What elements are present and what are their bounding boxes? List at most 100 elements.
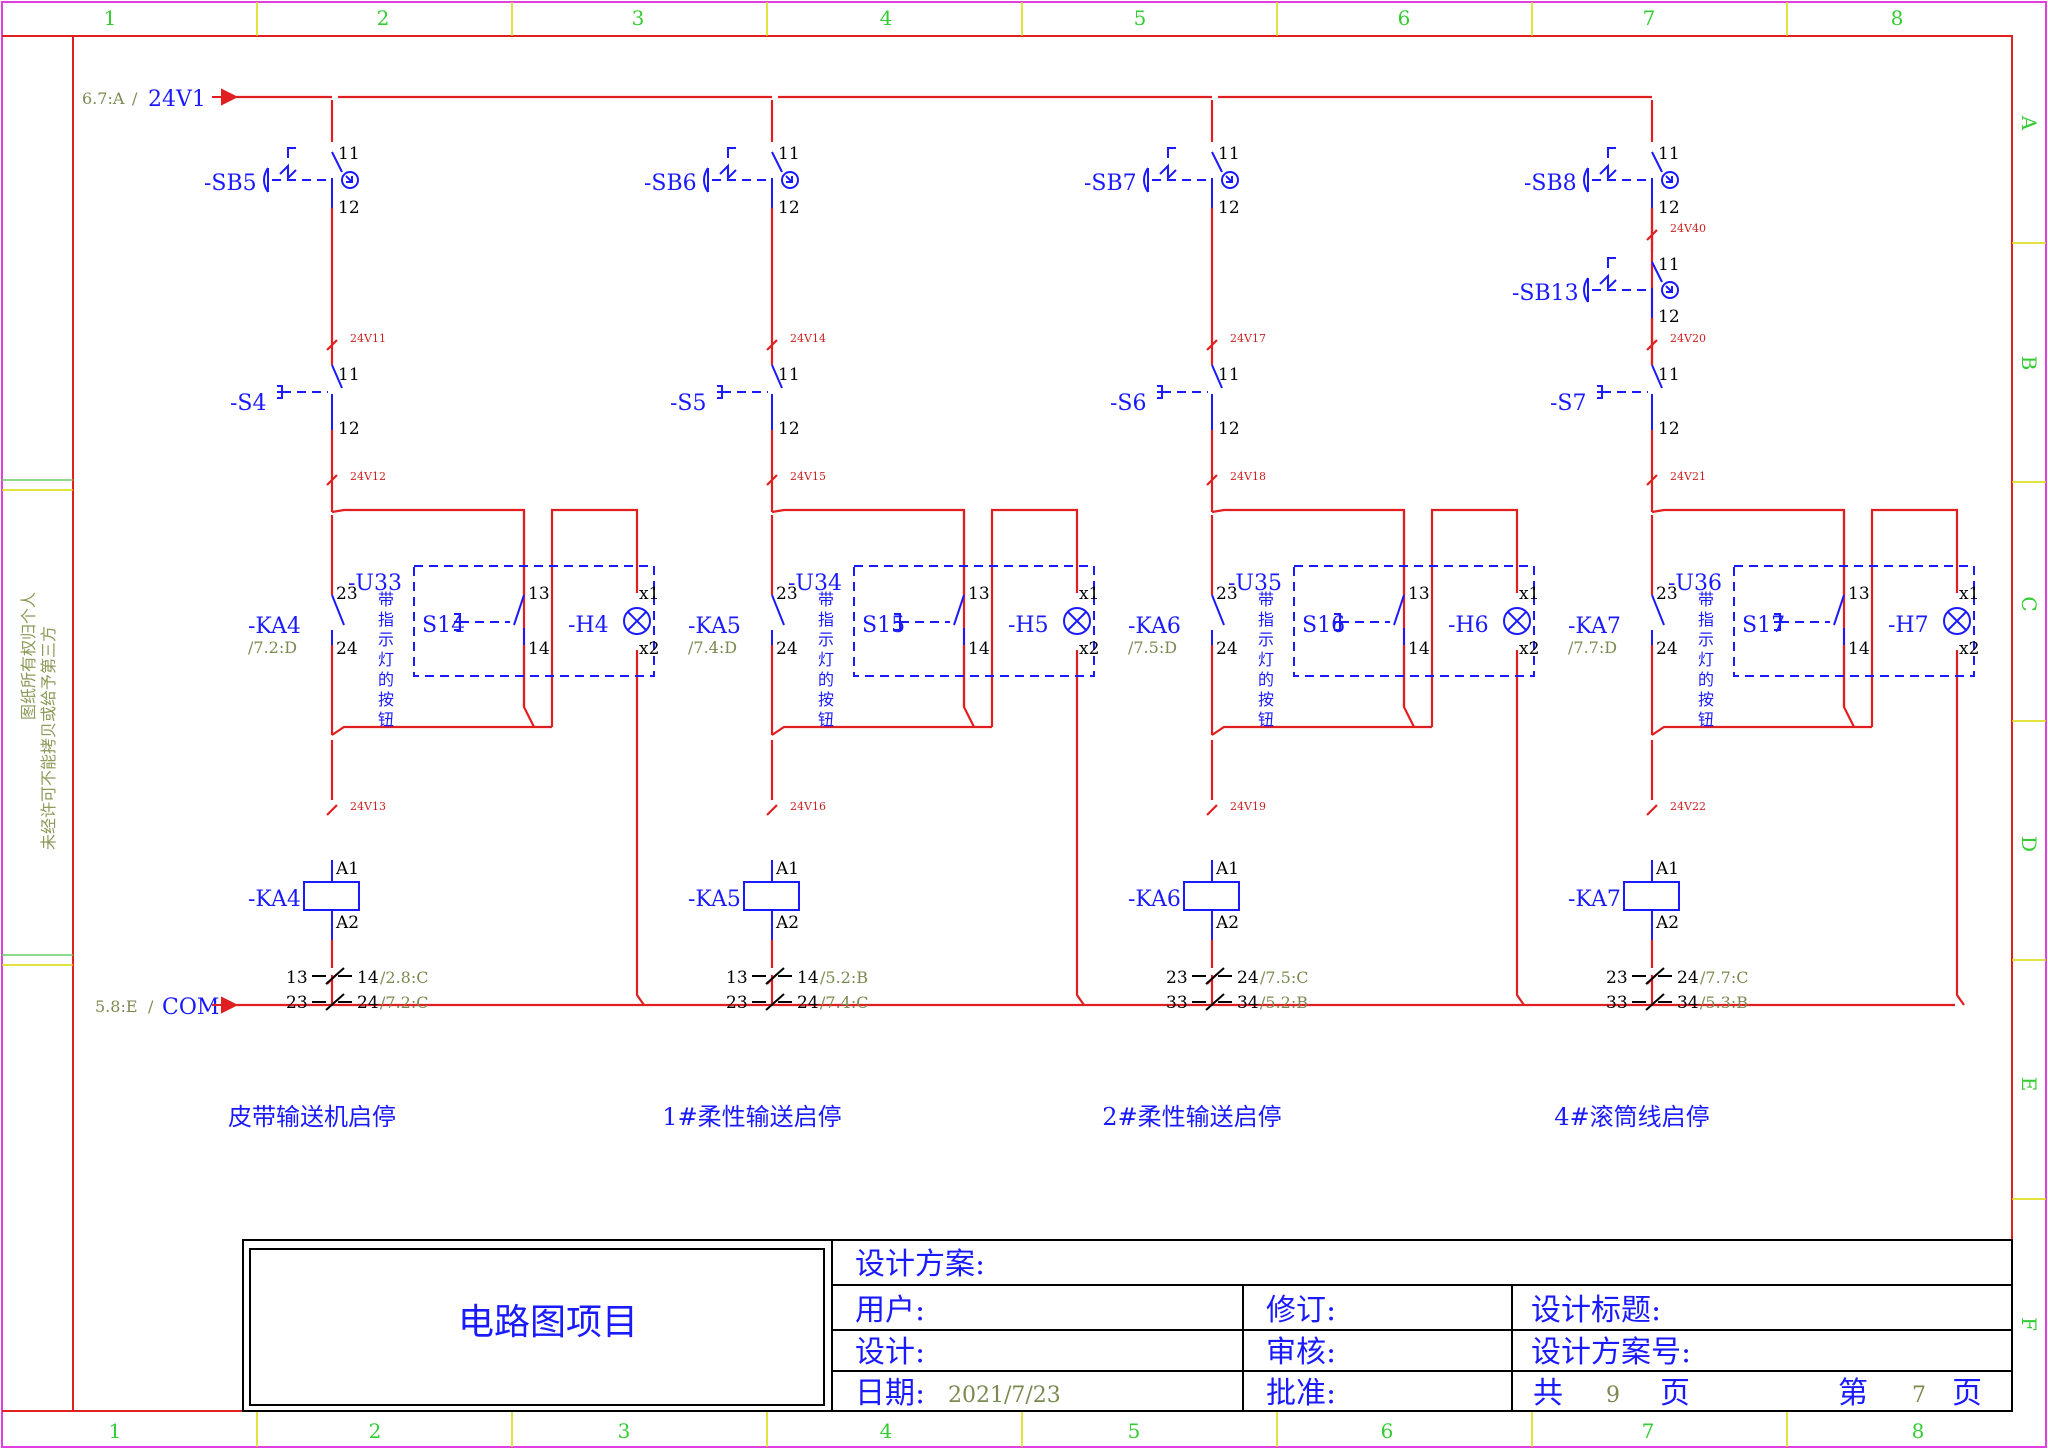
zone-col-top-2: 2 <box>377 6 390 30</box>
lamp-terminal-x1-3: x1 <box>1519 584 1539 604</box>
aux-contact-1-ref-2: /5.2:B <box>820 968 868 987</box>
coil-terminal-a2-4: A2 <box>1655 913 1679 933</box>
ka-terminal-24-1: 24 <box>336 639 358 659</box>
coil-terminal-a1-1: A1 <box>335 859 359 879</box>
aux-contact-2-left-4: 33 <box>1606 993 1628 1013</box>
aux-contact-1-right-2: 14 <box>797 968 819 988</box>
device-note-char-4-6: 按 <box>1698 690 1714 709</box>
sb13-terminal-top: 11 <box>1658 255 1680 275</box>
device-note-char-4-5: 的 <box>1698 670 1714 689</box>
supply-bottom-arrow <box>212 996 239 1014</box>
coil-label-2: -KA5 <box>688 887 741 912</box>
total-pages-value: 9 <box>1606 1383 1620 1408</box>
wire-label-1-4: 24V20 <box>1670 332 1706 345</box>
selector-terminal-top-1: 11 <box>338 365 360 385</box>
zone-col-top-4: 4 <box>880 6 893 30</box>
approve-label: 批准: <box>1266 1376 1336 1411</box>
circuit-caption-2: 1#柔性输送启停 <box>662 1103 841 1131</box>
wire-label-1-3: 24V17 <box>1230 332 1266 345</box>
circuit-caption-1: 皮带输送机启停 <box>228 1103 396 1131</box>
project-title: 电路图项目 <box>458 1302 638 1343</box>
ka-terminal-24-4: 24 <box>1656 639 1678 659</box>
device-note-char-4-7: 钮 <box>1698 710 1714 729</box>
sb-label-1: -SB5 <box>204 171 257 196</box>
device-note-char-2-6: 按 <box>818 690 834 709</box>
aux-contact-1-ref-4: /7.7:C <box>1700 968 1748 987</box>
page-number-value: 7 <box>1912 1383 1926 1408</box>
aux-contact-1-left-3: 23 <box>1166 968 1188 988</box>
zone-col-top-8: 8 <box>1891 6 1904 30</box>
designer-label: 设计: <box>855 1335 925 1370</box>
coil-label-3: -KA6 <box>1128 887 1181 912</box>
device-note-char-4-1: 带 <box>1698 590 1714 609</box>
lamp-terminal-x2-2: x2 <box>1079 639 1099 659</box>
device-note-char-3-3: 示 <box>1258 630 1274 649</box>
lamp-label-3: -H6 <box>1448 613 1489 638</box>
device-note-char-3-4: 灯 <box>1258 650 1274 669</box>
selector-terminal-top-3: 11 <box>1218 365 1240 385</box>
supply-bottom-slash: / <box>148 997 154 1016</box>
device-note-char-2-7: 钮 <box>818 710 834 729</box>
device-note-char-1-2: 指 <box>378 610 394 629</box>
zone-col-bottom-2: 2 <box>369 1419 382 1443</box>
lamp-terminal-x2-4: x2 <box>1959 639 1979 659</box>
pushbutton-label-1: S14 <box>422 613 465 638</box>
coil-terminal-a1-4: A1 <box>1655 859 1679 879</box>
revise-label: 修订: <box>1266 1293 1336 1328</box>
zone-col-top-7: 7 <box>1643 6 1656 30</box>
aux-contact-2-ref-2: /7.4:C <box>820 993 868 1012</box>
ka-contact-ref-3: /7.5:D <box>1128 638 1177 657</box>
aux-contact-2-right-4: 34 <box>1677 993 1699 1013</box>
unit-label-4: -U36 <box>1668 571 1722 596</box>
device-note-char-3-6: 按 <box>1258 690 1274 709</box>
coil-terminal-a2-3: A2 <box>1215 913 1239 933</box>
aux-contact-2-right-1: 24 <box>357 993 379 1013</box>
page-number-suffix: 页 <box>1952 1376 1982 1411</box>
supply-bottom-ref: 5.8:E <box>95 997 138 1016</box>
ka-contact-ref-1: /7.2:D <box>248 638 297 657</box>
pushbutton-terminal-13-4: 13 <box>1848 584 1870 604</box>
wire-label-1-2: 24V14 <box>790 332 826 345</box>
pushbutton-terminal-13-2: 13 <box>968 584 990 604</box>
selector-terminal-bottom-1: 12 <box>338 419 360 439</box>
selector-label-1: -S4 <box>230 391 267 416</box>
lamp-label-4: -H7 <box>1888 613 1929 638</box>
supply-top-ref: 6.7:A <box>82 89 125 108</box>
wire-label-24v40: 24V40 <box>1670 222 1706 235</box>
zone-col-top-1: 1 <box>104 6 117 30</box>
control-circuit-1 <box>263 100 655 1011</box>
ka-contact-ref-4: /7.7:D <box>1568 638 1617 657</box>
selector-terminal-bottom-3: 12 <box>1218 419 1240 439</box>
sb-terminal-bottom-4: 12 <box>1658 198 1680 218</box>
unit-label-3: -U35 <box>1228 571 1282 596</box>
device-note-char-4-3: 示 <box>1698 630 1714 649</box>
device-note-char-3-2: 指 <box>1258 610 1274 629</box>
supply-top-slash: / <box>132 89 138 108</box>
zone-col-bottom-4: 4 <box>880 1419 893 1443</box>
control-circuit-3 <box>1143 100 1535 1011</box>
device-note-char-2-1: 带 <box>818 590 834 609</box>
sb-label-3: -SB7 <box>1084 171 1137 196</box>
sb-terminal-top-1: 11 <box>338 144 360 164</box>
device-note-char-1-3: 示 <box>378 630 394 649</box>
aux-contact-2-ref-3: /5.2:B <box>1260 993 1308 1012</box>
selector-terminal-bottom-2: 12 <box>778 419 800 439</box>
zone-row-e: E <box>2017 1077 2041 1092</box>
sb-terminal-bottom-1: 12 <box>338 198 360 218</box>
wire-label-3-3: 24V19 <box>1230 800 1266 813</box>
aux-contact-1-ref-3: /7.5:C <box>1260 968 1308 987</box>
wire-label-3-4: 24V22 <box>1670 800 1706 813</box>
device-note-char-1-5: 的 <box>378 670 394 689</box>
aux-contact-1-right-1: 14 <box>357 968 379 988</box>
zone-row-b: B <box>2017 356 2041 371</box>
pushbutton-terminal-14-3: 14 <box>1408 639 1430 659</box>
aux-contact-1-ref-1: /2.8:C <box>380 968 428 987</box>
aux-contact-2-left-3: 33 <box>1166 993 1188 1013</box>
device-note-char-4-4: 灯 <box>1698 650 1714 669</box>
ka-terminal-23-1: 23 <box>336 584 358 604</box>
supply-bottom-name: COM <box>162 995 219 1020</box>
unit-label-1: -U33 <box>348 571 402 596</box>
selector-label-2: -S5 <box>670 391 707 416</box>
